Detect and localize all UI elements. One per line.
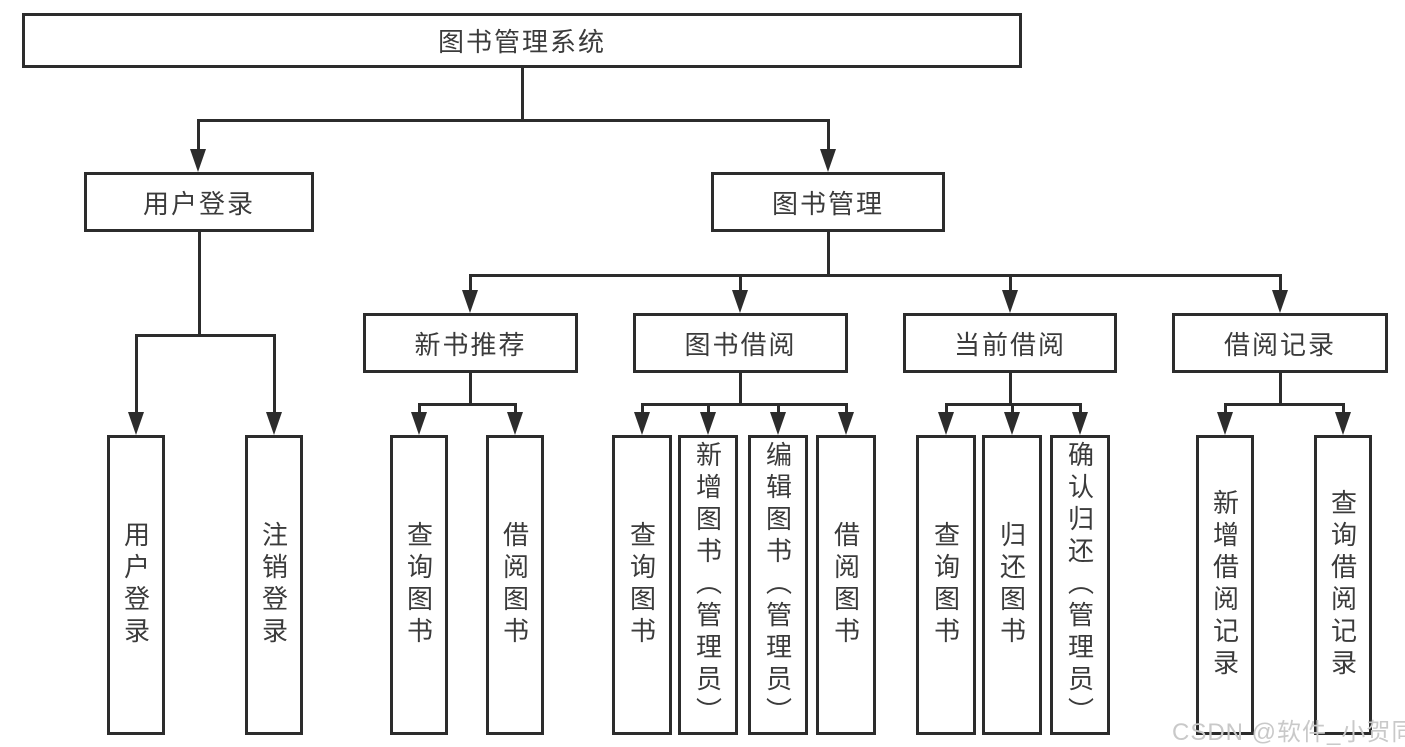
node-library-system-label: 图书管理系统 — [437, 27, 606, 57]
arrowhead-down-icon — [1072, 412, 1088, 435]
arrowhead-down-icon — [507, 412, 523, 435]
leaf-query-books-current-label: 查询图书 — [930, 521, 961, 649]
connector-book-mgmt-stem — [827, 232, 830, 276]
arrowhead-down-icon — [190, 149, 206, 172]
leaf-query-books-borrowing-label: 查询图书 — [626, 521, 657, 649]
leaf-borrow-books-recommend-label: 借阅图书 — [499, 521, 530, 649]
leaf-logout: 注销登录 — [245, 435, 303, 735]
connector-drop — [197, 119, 200, 152]
connector-drop — [739, 274, 742, 293]
node-current-borrowing-label: 当前借阅 — [953, 329, 1066, 360]
connector-recommend-stem — [469, 373, 472, 405]
connector-records-stem — [1279, 373, 1282, 405]
leaf-borrow-books-borrowing: 借阅图书 — [816, 435, 876, 735]
connector-drop — [1079, 403, 1082, 415]
arrowhead-down-icon — [820, 149, 836, 172]
arrowhead-down-icon — [266, 412, 282, 435]
leaf-return-books: 归还图书 — [982, 435, 1042, 735]
connector-drop — [641, 403, 644, 415]
connector-user-login-hline — [135, 334, 276, 337]
node-new-book-recommendation-label: 新书推荐 — [414, 329, 527, 360]
leaf-logout-label: 注销登录 — [258, 521, 289, 649]
arrowhead-down-icon — [1002, 290, 1018, 313]
connector-drop — [1009, 274, 1012, 293]
leaf-query-books-recommend: 查询图书 — [390, 435, 448, 735]
arrowhead-down-icon — [938, 412, 954, 435]
node-user-login-label: 用户登录 — [142, 188, 255, 219]
connector-drop — [1279, 274, 1282, 293]
leaf-add-books-admin: 新增图书（管理员） — [678, 435, 738, 735]
node-borrowing-records: 借阅记录 — [1172, 313, 1388, 373]
arrowhead-down-icon — [700, 412, 716, 435]
connector-borrowing-stem — [739, 373, 742, 405]
leaf-edit-books-admin: 编辑图书（管理员） — [748, 435, 808, 735]
leaf-add-books-admin-label: 新增图书（管理员） — [692, 441, 723, 729]
node-new-book-recommendation: 新书推荐 — [363, 313, 578, 373]
leaf-query-books-current: 查询图书 — [916, 435, 976, 735]
arrowhead-down-icon — [732, 290, 748, 313]
node-borrowing-records-label: 借阅记录 — [1223, 329, 1336, 360]
connector-borrowing-hline — [641, 403, 848, 406]
leaf-user-login: 用户登录 — [107, 435, 165, 735]
connector-level3-hline — [469, 274, 1282, 277]
arrowhead-down-icon — [838, 412, 854, 435]
leaf-confirm-return-admin-label: 确认归还（管理员） — [1064, 441, 1095, 729]
node-book-management: 图书管理 — [711, 172, 945, 232]
arrowhead-down-icon — [1004, 412, 1020, 435]
arrowhead-down-icon — [770, 412, 786, 435]
arrowhead-down-icon — [634, 412, 650, 435]
leaf-borrow-books-borrowing-label: 借阅图书 — [830, 521, 861, 649]
leaf-query-books-recommend-label: 查询图书 — [403, 521, 434, 649]
arrowhead-down-icon — [128, 412, 144, 435]
leaf-return-books-label: 归还图书 — [996, 521, 1027, 649]
connector-drop — [514, 403, 517, 415]
connector-records-hline — [1224, 403, 1345, 406]
leaf-edit-books-admin-label: 编辑图书（管理员） — [762, 441, 793, 729]
leaf-borrow-books-recommend: 借阅图书 — [486, 435, 544, 735]
connector-drop — [945, 403, 948, 415]
connector-root-stem — [521, 68, 524, 121]
connector-drop — [1011, 403, 1014, 415]
arrowhead-down-icon — [462, 290, 478, 313]
connector-drop — [273, 334, 276, 414]
connector-drop — [845, 403, 848, 415]
connector-drop — [469, 274, 472, 293]
leaf-query-books-borrowing: 查询图书 — [612, 435, 672, 735]
node-user-login: 用户登录 — [84, 172, 314, 232]
arrowhead-down-icon — [1335, 412, 1351, 435]
leaf-add-borrow-record: 新增借阅记录 — [1196, 435, 1254, 735]
connector-drop — [135, 334, 138, 414]
connector-drop — [707, 403, 710, 415]
node-library-system: 图书管理系统 — [22, 13, 1022, 68]
connector-level2-hline — [197, 119, 830, 122]
connector-drop — [1224, 403, 1227, 415]
node-book-management-label: 图书管理 — [771, 188, 884, 219]
node-book-borrowing-label: 图书借阅 — [684, 329, 797, 360]
csdn-watermark: CSDN @软件_小贺同学 — [1172, 719, 1405, 746]
connector-recommend-hline — [418, 403, 517, 406]
connector-user-login-stem — [198, 232, 201, 336]
arrowhead-down-icon — [1272, 290, 1288, 313]
connector-drop — [418, 403, 421, 415]
node-current-borrowing: 当前借阅 — [903, 313, 1117, 373]
arrowhead-down-icon — [1217, 412, 1233, 435]
leaf-query-borrow-record-label: 查询借阅记录 — [1327, 489, 1358, 681]
connector-drop — [827, 119, 830, 152]
connector-drop — [1342, 403, 1345, 415]
connector-drop — [777, 403, 780, 415]
connector-current-stem — [1009, 373, 1012, 405]
leaf-user-login-label: 用户登录 — [120, 521, 151, 649]
node-book-borrowing: 图书借阅 — [633, 313, 848, 373]
leaf-query-borrow-record: 查询借阅记录 — [1314, 435, 1372, 735]
leaf-confirm-return-admin: 确认归还（管理员） — [1050, 435, 1110, 735]
leaf-add-borrow-record-label: 新增借阅记录 — [1209, 489, 1240, 681]
arrowhead-down-icon — [411, 412, 427, 435]
